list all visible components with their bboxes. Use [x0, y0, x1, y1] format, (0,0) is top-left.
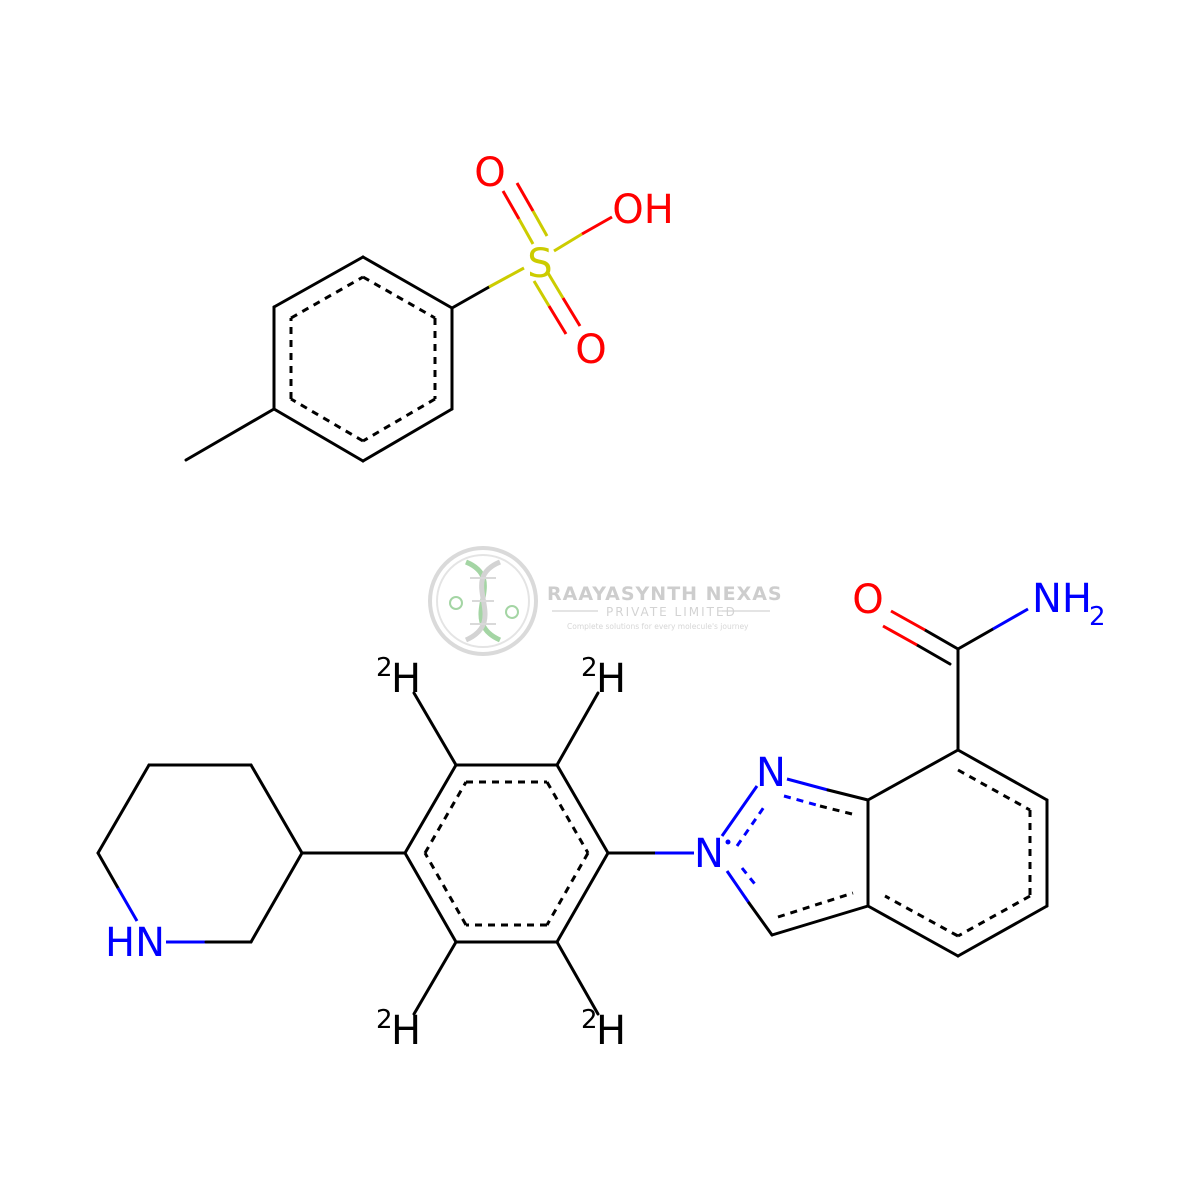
sulfonyl-oxygen-bottom-label: O — [575, 327, 606, 373]
indazole-n1-label: N — [756, 750, 786, 796]
deuterium-top-right: 2 H — [581, 653, 626, 702]
svg-text:H: H — [391, 1008, 421, 1054]
svg-text:H: H — [596, 1008, 626, 1054]
piperidine-ring — [96, 763, 304, 944]
sulfur-atom-label: S — [527, 241, 552, 287]
indazole-pyrazole-ring — [720, 777, 870, 937]
sulfonyl-oxygen-top-label: O — [474, 150, 505, 196]
indazole-benzene-ring — [866, 748, 1049, 958]
svg-text:2: 2 — [376, 1005, 393, 1035]
indazole-n2-label: N — [694, 831, 724, 877]
deuterium-top-left: 2 H — [376, 653, 421, 702]
watermark: RAAYASYNTH NEXAS PRIVATE LIMITED Complet… — [428, 546, 783, 656]
radical-dot — [725, 839, 731, 845]
hydroxyl-label: OH — [612, 187, 674, 233]
deuterated-indazole-molecule: HN 2 H 2 H — [96, 576, 1106, 1054]
amide-nh-label: NH — [1032, 576, 1092, 622]
amide-oxygen-label: O — [852, 577, 883, 623]
piperidine-nh-label: HN — [105, 920, 165, 966]
toluene-ring — [272, 255, 454, 463]
watermark-tagline: Complete solutions for every molecule's … — [567, 622, 749, 631]
methyl-bond — [184, 407, 276, 462]
tosylate-molecule: S O O OH — [184, 150, 674, 463]
deuterated-phenyl-ring — [403, 763, 610, 944]
deuterium-bottom-left: 2 H — [376, 1005, 421, 1054]
svg-text:2: 2 — [376, 653, 393, 683]
amide-nh2-subscript: 2 — [1089, 602, 1106, 632]
watermark-title: RAAYASYNTH NEXAS — [547, 583, 783, 605]
svg-text:H: H — [596, 656, 626, 702]
watermark-subtitle: PRIVATE LIMITED — [606, 605, 737, 619]
svg-text:H: H — [391, 656, 421, 702]
svg-text:2: 2 — [581, 1005, 598, 1035]
svg-text:2: 2 — [581, 653, 598, 683]
dna-helix-logo-icon — [428, 546, 538, 656]
deuterium-bottom-right: 2 H — [581, 1005, 626, 1054]
